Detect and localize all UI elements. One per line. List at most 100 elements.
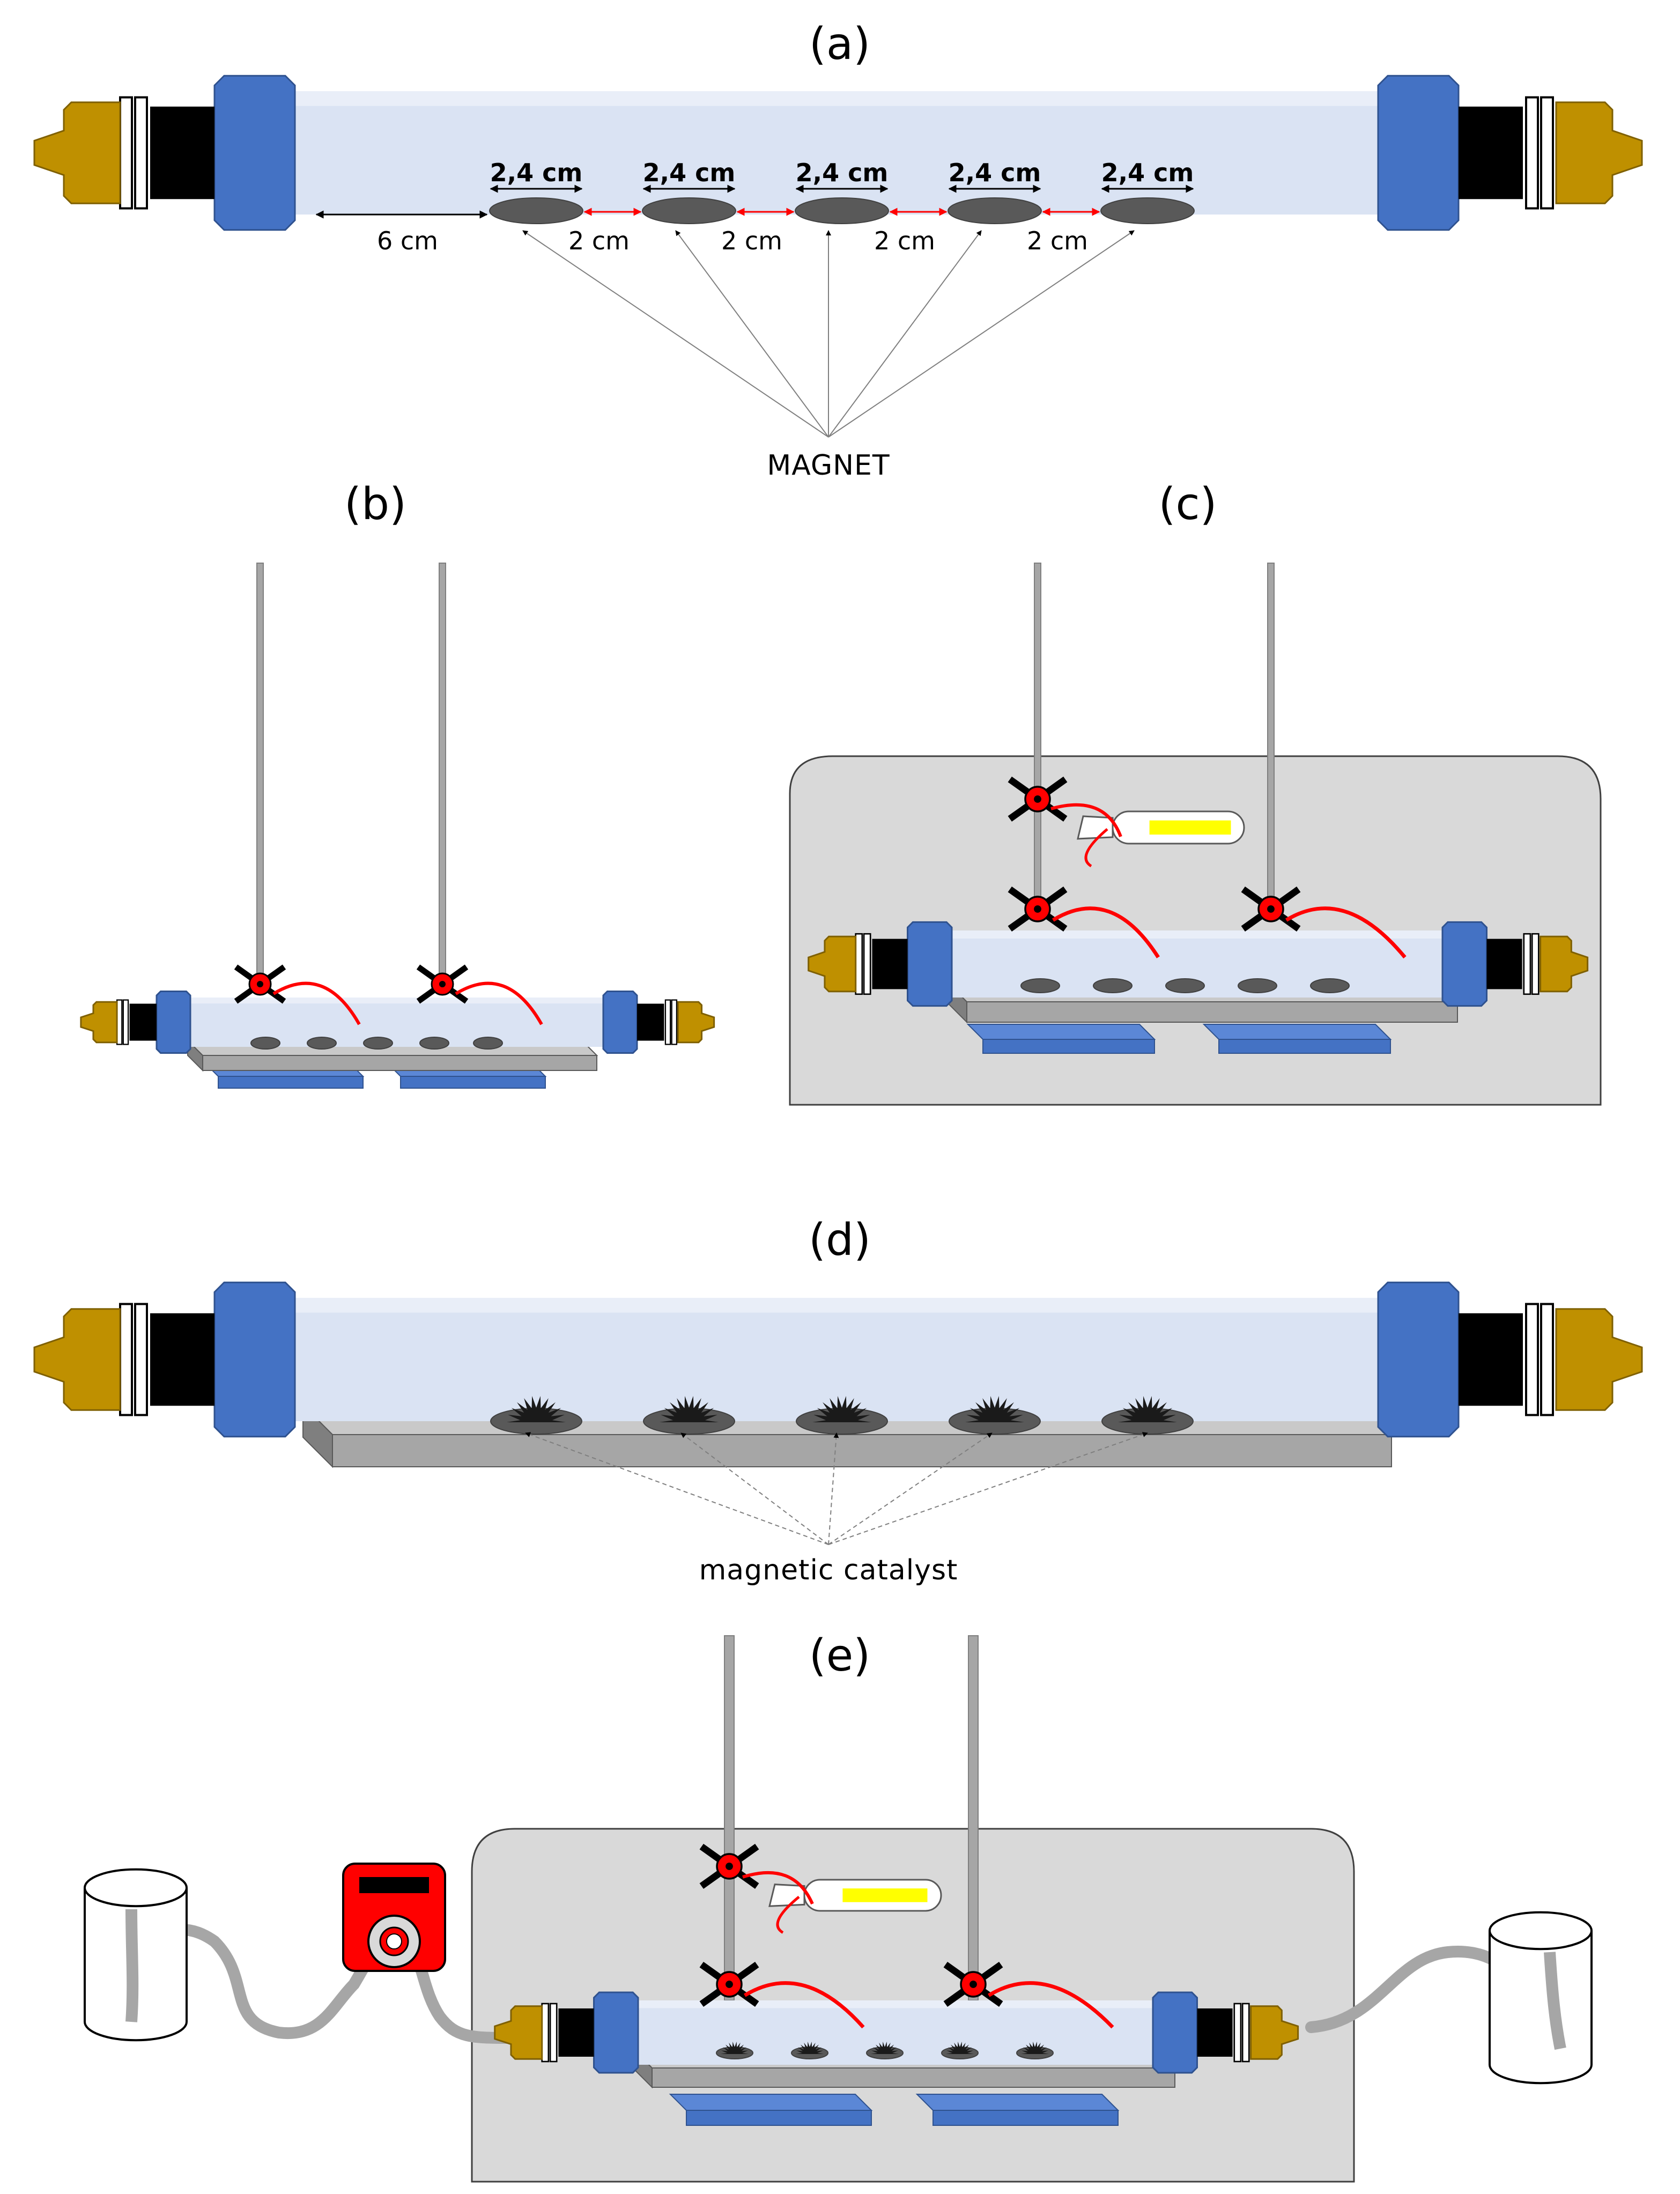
- catalyst-cluster-4: [965, 1396, 1024, 1422]
- tube-highlight: [295, 1298, 1378, 1313]
- clamp-wire: [1285, 906, 1407, 959]
- panel-b-label: (b): [344, 479, 406, 530]
- tray-front: [966, 1001, 1458, 1023]
- support-rod: [1267, 563, 1275, 918]
- catalyst-e-2: [796, 2041, 824, 2054]
- gap-label-4: 2 cm: [1027, 226, 1088, 255]
- magnet-pointer-4: [828, 230, 982, 438]
- left-ring-1: [863, 933, 871, 995]
- right-end-cap: [1441, 921, 1487, 1007]
- magnet-1: [489, 197, 583, 224]
- panel-d-setup: [33, 1281, 1643, 1545]
- left-fitting: [80, 1001, 118, 1044]
- right-fitting: [677, 1001, 715, 1044]
- support-front: [686, 2110, 872, 2126]
- panel-d: (d) magnetic catalyst: [33, 1215, 1643, 1586]
- panel-a-label: (a): [809, 19, 870, 70]
- support-front: [218, 1076, 364, 1089]
- support-rod: [968, 1635, 979, 2001]
- right-ring-2: [1531, 933, 1540, 995]
- left-connector: [150, 1313, 214, 1406]
- magnet-pointer-1: [522, 230, 829, 438]
- left-fitting: [33, 1308, 121, 1411]
- pump-display: [359, 1877, 429, 1893]
- right-end-cap: [1377, 1281, 1460, 1438]
- gap-label-2: 2 cm: [721, 226, 782, 255]
- magnet-b-3: [363, 1037, 393, 1050]
- left-ring-1: [549, 2003, 558, 2063]
- left-ring-2: [855, 933, 863, 995]
- reactor-tube: [295, 1298, 1378, 1421]
- left-ring-1: [122, 999, 129, 1045]
- catalyst-cluster-2: [660, 1396, 719, 1422]
- catalyst-pointer-4: [828, 1432, 993, 1545]
- catalyst-cluster-3: [812, 1396, 871, 1422]
- panel-a: (a) 2,4 cm 2,4 cm 2,4 cm 2,4 cm 2,4 cm 6…: [33, 19, 1643, 482]
- left-end-cap: [593, 1991, 639, 2074]
- reactor-tube: [295, 91, 1378, 215]
- pump-hub: [386, 1933, 402, 1949]
- gap-label-1: 2 cm: [568, 226, 630, 255]
- magnet-b-1: [250, 1037, 280, 1050]
- gap-label-3: 2 cm: [874, 226, 935, 255]
- right-ring-2: [671, 999, 678, 1045]
- magnet-width-label-1: 2,4 cm: [490, 158, 583, 187]
- magnet-callout: MAGNET: [767, 449, 890, 482]
- lamp-light: [1149, 820, 1231, 835]
- left-end-cap: [907, 921, 953, 1007]
- panel-e-setup: [84, 1635, 1593, 2183]
- clamp-center: [969, 1981, 977, 1988]
- support-top: [669, 2094, 873, 2111]
- outlet-tube-dip: [1544, 1952, 1566, 2050]
- left-end-cap: [213, 75, 296, 231]
- reactor-tube-a: [33, 75, 1643, 231]
- panel-e: (e): [84, 1630, 1593, 2183]
- support-rod: [256, 563, 264, 987]
- tube-highlight: [952, 930, 1442, 939]
- clamp-center: [1034, 795, 1041, 803]
- clamp-center: [726, 1863, 733, 1870]
- magnet-5: [1100, 197, 1195, 224]
- lamp-wire: [1084, 828, 1108, 868]
- magnet-pointer-2: [675, 230, 829, 438]
- right-end-cap: [602, 991, 638, 1054]
- magnet-c-2: [1093, 978, 1133, 993]
- catalyst-cluster-5: [1118, 1396, 1177, 1422]
- magnetic-catalyst-callout: magnetic catalyst: [699, 1554, 958, 1586]
- magnet-pointer-5: [828, 230, 1135, 438]
- magnet-c-5: [1310, 978, 1350, 993]
- magnet-width-label-5: 2,4 cm: [1101, 158, 1194, 187]
- support-front: [932, 2110, 1119, 2126]
- support-front: [1218, 1039, 1391, 1054]
- right-connector: [1197, 2008, 1233, 2057]
- left-ring-1: [134, 96, 148, 210]
- beaker-icon-rim: [84, 1868, 188, 1908]
- panel-d-label: (d): [809, 1215, 871, 1266]
- left-ring-2: [541, 2003, 550, 2063]
- magnets-a: [489, 197, 1195, 224]
- catalyst-pointer-1: [525, 1432, 829, 1545]
- tray-front: [652, 2067, 1175, 2088]
- right-ring-2: [1540, 96, 1554, 210]
- right-ring-1: [1525, 1303, 1539, 1416]
- catalyst-e-5: [1021, 2041, 1049, 2054]
- right-fitting: [1250, 2005, 1299, 2060]
- support-rod: [724, 1635, 735, 2001]
- clamp-center: [1034, 905, 1041, 913]
- support-front: [400, 1076, 546, 1089]
- magnet-width-label-2: 2,4 cm: [643, 158, 736, 187]
- right-ring-1: [1233, 2003, 1242, 2063]
- magnet-width-label-3: 2,4 cm: [796, 158, 889, 187]
- magnet-3: [795, 197, 889, 224]
- left-ring-2: [119, 96, 133, 210]
- tube-highlight: [638, 2000, 1153, 2008]
- lamp-plug: [768, 1883, 805, 1907]
- catalyst-pointer-5: [828, 1432, 1148, 1545]
- lamp-plug: [1077, 815, 1114, 840]
- beaker-icon-outlet: [1489, 1931, 1593, 2085]
- left-connector: [872, 939, 908, 989]
- right-end-cap: [1377, 75, 1460, 231]
- inlet-tubing: [125, 1924, 518, 2044]
- magnet-c-1: [1020, 978, 1060, 993]
